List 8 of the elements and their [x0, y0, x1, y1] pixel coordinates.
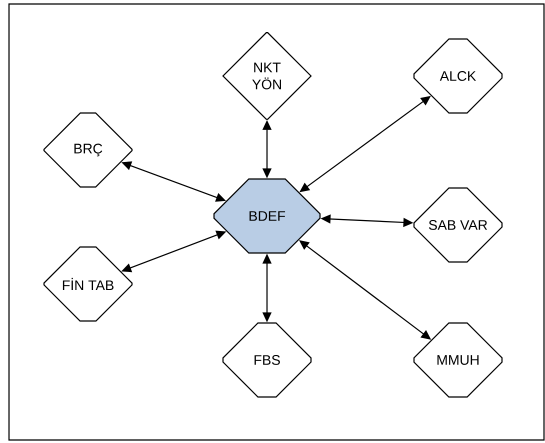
hexagon-node: NKT YÖN	[222, 32, 312, 120]
hexagon-node: BDEF	[213, 178, 321, 254]
hexagon-node: SAB VAR	[413, 187, 503, 263]
hexagon-node: BRÇ	[43, 112, 133, 188]
hexagon-node: FBS	[222, 322, 312, 398]
hexagon-node: FİN TAB	[43, 246, 133, 322]
hexagon-node: MMUH	[413, 322, 503, 398]
hexagon-node: ALCK	[413, 38, 503, 114]
